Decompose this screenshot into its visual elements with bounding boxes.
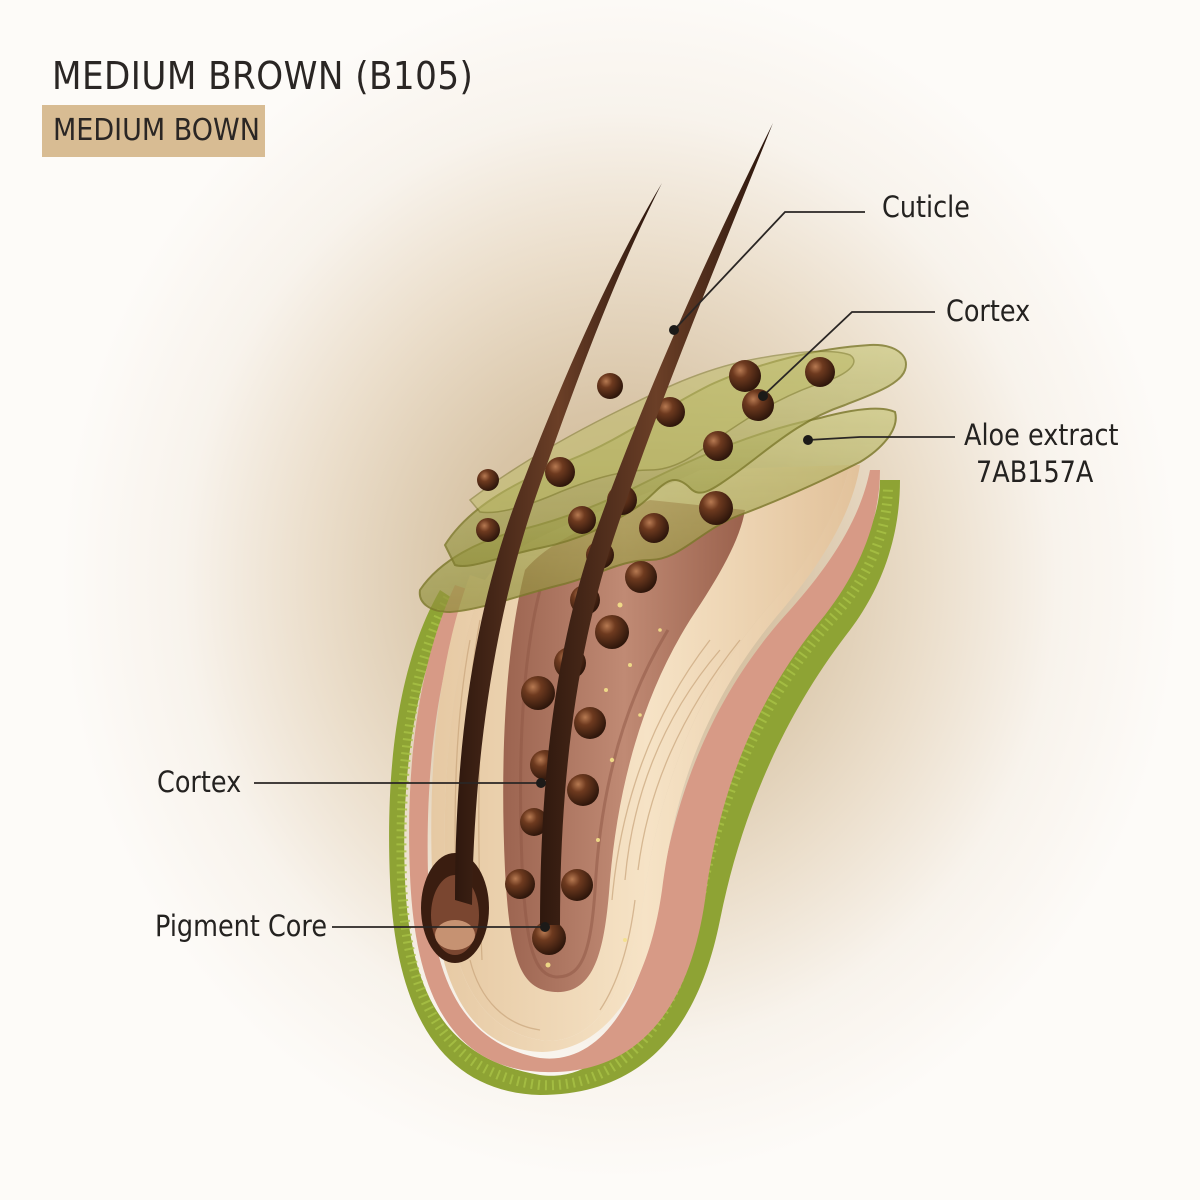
- cortex-top-dot: [758, 391, 768, 401]
- aloe-outer-layer: [389, 480, 900, 1095]
- pigment-ball: [703, 431, 733, 461]
- leader-lines: [254, 211, 955, 928]
- pigment-ball: [805, 357, 835, 387]
- label-aloe-extract: Aloe extract: [964, 418, 1119, 452]
- pigment-ball: [699, 491, 733, 525]
- leader-dots: [536, 325, 813, 932]
- cortex-top-leader: [762, 311, 935, 397]
- pigment-ball: [729, 360, 761, 392]
- cortex-layer: [431, 465, 860, 1052]
- label-cuticle: Cuticle: [882, 190, 970, 224]
- pigment-ball: [505, 869, 535, 899]
- medulla-inner: [519, 589, 670, 979]
- medulla-channel: [503, 500, 745, 993]
- pigment-ball: [639, 513, 669, 543]
- subtitle-badge: [42, 105, 265, 157]
- outer-sheath: [409, 470, 880, 1073]
- pigment-ball: [595, 615, 629, 649]
- pigment-ball: [561, 869, 593, 901]
- pigment-ball: [521, 676, 555, 710]
- cortex-left-dot: [536, 778, 546, 788]
- cuticle-dot: [669, 325, 679, 335]
- pigment-ball: [742, 389, 774, 421]
- label-aloe-code: 7AB157A: [976, 455, 1094, 489]
- cuticle-leader: [673, 211, 865, 331]
- pigment-ball: [520, 808, 548, 836]
- hair-bulb-base: [435, 920, 475, 950]
- sparkles: [545, 602, 662, 968]
- subtitle-text: MEDIUM BOWN: [53, 113, 260, 148]
- aloe-dot: [803, 435, 813, 445]
- aloe-leader: [807, 436, 955, 441]
- label-cortex-left: Cortex: [157, 765, 242, 799]
- pigment-ball: [568, 506, 596, 534]
- label-pigment-core: Pigment Core: [155, 909, 328, 943]
- pigment-ball: [625, 561, 657, 593]
- pigment-ball: [477, 469, 499, 491]
- pigment-ball: [476, 518, 500, 542]
- page-title: MEDIUM BROWN (B105): [52, 54, 474, 98]
- pigment-ball: [574, 707, 606, 739]
- pigment-ball: [567, 774, 599, 806]
- pigment-ball: [655, 397, 685, 427]
- pigment-core-dot: [540, 922, 550, 932]
- pigment-ball: [545, 457, 575, 487]
- pigment-ball: [532, 921, 566, 955]
- pigment-ball: [597, 373, 623, 399]
- label-cortex-top: Cortex: [946, 294, 1031, 328]
